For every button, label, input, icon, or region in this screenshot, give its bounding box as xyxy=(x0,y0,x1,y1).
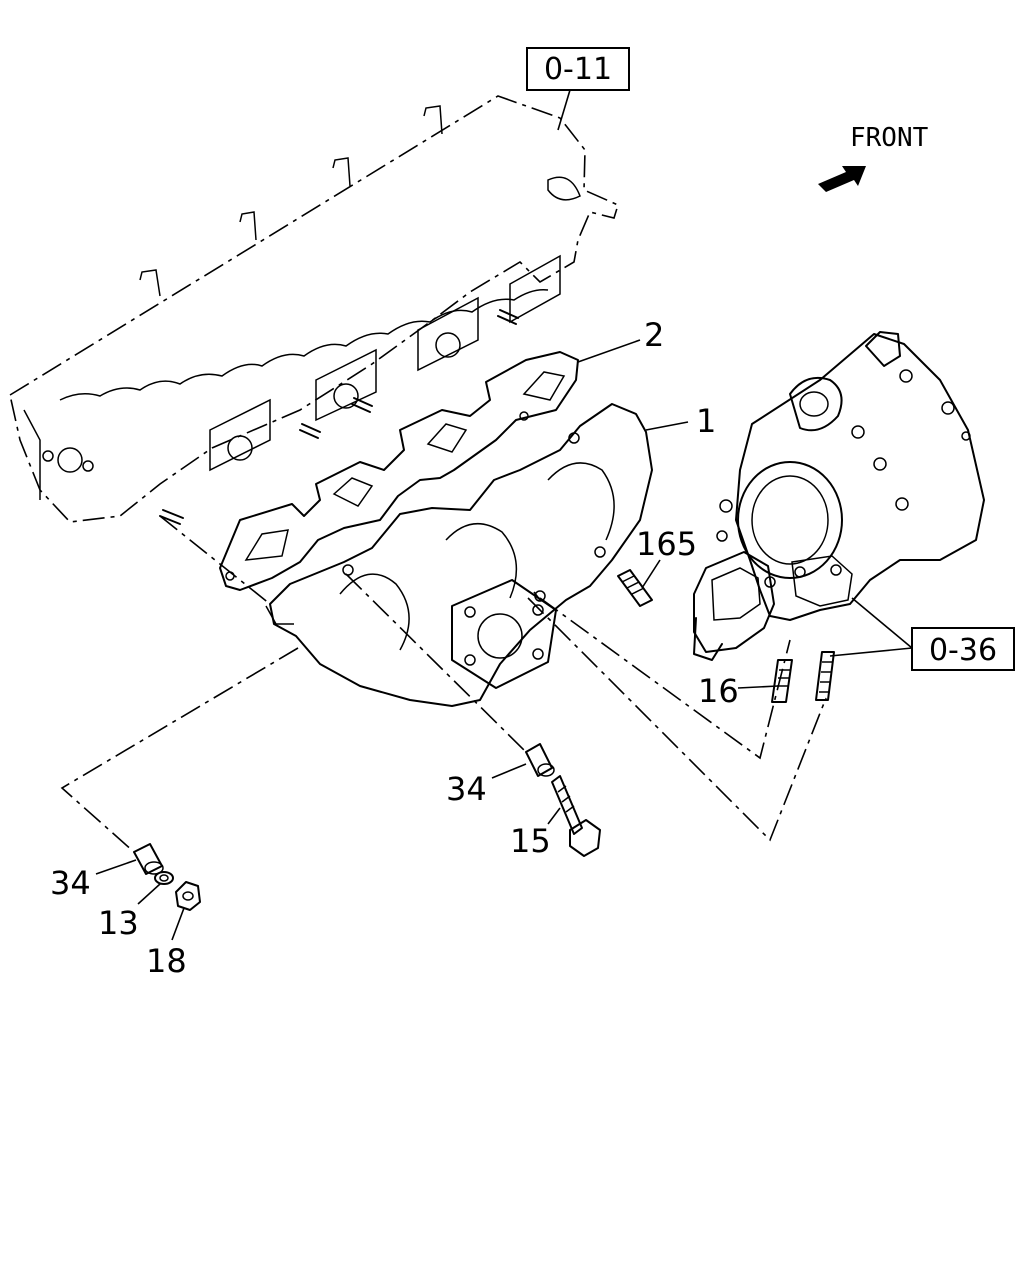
exhaust-manifold-gasket[interactable] xyxy=(219,351,579,591)
callout-2-label: 2 xyxy=(644,316,664,354)
callout-2-leader xyxy=(577,339,641,363)
callout-16-leader xyxy=(737,685,779,689)
callout-1-label: 1 xyxy=(696,402,716,440)
nut-18[interactable] xyxy=(175,881,201,911)
callout-13-leader xyxy=(137,883,161,905)
callout-13: 13 xyxy=(98,883,161,942)
front-arrow-icon xyxy=(818,166,866,192)
callout-34-center-leader xyxy=(491,763,527,779)
reference-0-36-label: 0-36 xyxy=(929,633,997,668)
reference-0-11-label: 0-11 xyxy=(544,52,612,87)
callout-18: 18 xyxy=(146,907,187,980)
callout-16-label: 16 xyxy=(698,672,739,710)
callout-15: 15 xyxy=(510,807,561,860)
callout-16: 16 xyxy=(698,672,779,710)
callout-15-label: 15 xyxy=(510,822,551,860)
callout-34-center: 34 xyxy=(446,763,527,808)
callout-165-leader xyxy=(641,559,661,589)
callout-1-leader xyxy=(645,421,689,431)
front-direction-indicator: FRONT xyxy=(818,123,929,192)
callout-18-leader xyxy=(171,907,185,941)
callout-165-label: 165 xyxy=(636,525,697,563)
spacer-34-center[interactable] xyxy=(525,743,555,777)
reference-0-11[interactable]: 0-11 xyxy=(526,47,630,91)
front-label: FRONT xyxy=(850,123,929,153)
callout-2: 2 xyxy=(577,316,664,363)
reference-0-36[interactable]: 0-36 xyxy=(911,627,1015,671)
assembly-lines xyxy=(60,515,827,853)
reference-0-36-leader-upper xyxy=(851,597,913,649)
callout-18-label: 18 xyxy=(146,942,187,980)
cylinder-head xyxy=(9,95,619,525)
callout-34-left-leader xyxy=(95,859,137,875)
callout-34-center-label: 34 xyxy=(446,770,487,808)
turbocharger-assembly xyxy=(693,331,985,661)
callout-34-left: 34 xyxy=(50,859,137,902)
callout-34-left-label: 34 xyxy=(50,864,91,902)
reference-0-11-leader xyxy=(557,89,571,131)
stud-16[interactable] xyxy=(771,659,793,703)
stud-turbine-flange[interactable] xyxy=(815,651,835,701)
exhaust-manifold[interactable] xyxy=(265,403,653,707)
callout-13-label: 13 xyxy=(98,904,139,942)
callout-1: 1 xyxy=(645,402,716,440)
bolt-15[interactable] xyxy=(551,775,601,857)
spacer-34-left[interactable] xyxy=(133,843,164,875)
washer-13[interactable] xyxy=(154,871,174,885)
callout-165: 165 xyxy=(636,525,697,589)
reference-0-36-leader xyxy=(829,647,913,657)
callout-15-leader xyxy=(547,807,561,825)
stud-165[interactable] xyxy=(617,569,653,607)
